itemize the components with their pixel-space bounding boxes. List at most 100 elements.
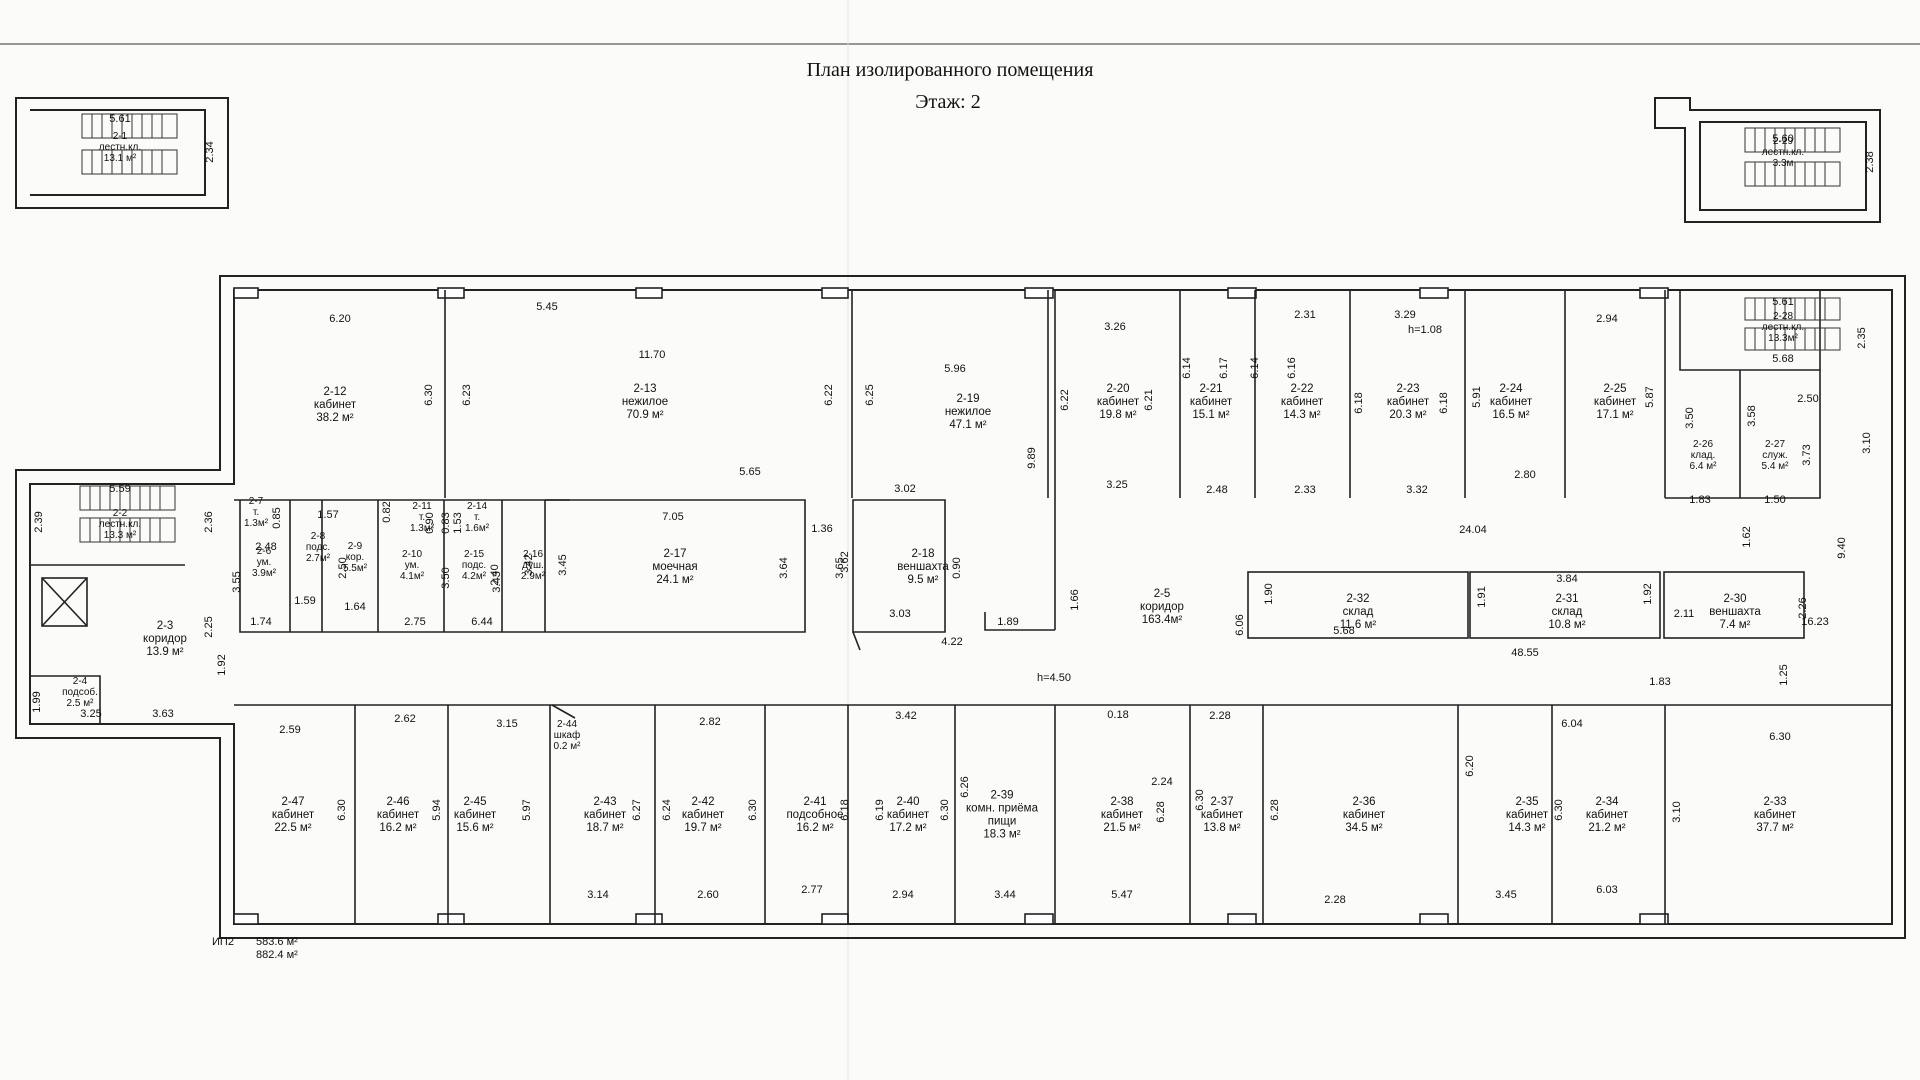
- room-number: 2-9: [348, 541, 363, 552]
- dimension-label: 7.05: [662, 511, 683, 523]
- room-name: лестн.кл.: [1762, 147, 1804, 158]
- dimension-label: 1.25: [1778, 664, 1790, 685]
- dimension-label: 3.29: [1394, 309, 1415, 321]
- room-name: лестн.кл.: [99, 519, 141, 530]
- dimension-label: 1.64: [344, 601, 365, 613]
- room-area: 4.2м²: [462, 571, 487, 582]
- room-number: 2-40: [896, 796, 919, 808]
- dimension-label: 2.50: [337, 557, 349, 578]
- room-name: подсоб.: [62, 686, 98, 698]
- dimension-label: 2.94: [1596, 313, 1617, 325]
- dimension-label: 1.66: [1069, 589, 1081, 610]
- dimension-label: 6.28: [1155, 801, 1167, 822]
- room-number: 2-18: [911, 548, 934, 560]
- room-number: 2-12: [323, 386, 346, 398]
- room-area: 13.9 м²: [146, 646, 183, 658]
- room-area: 15.6 м²: [456, 822, 493, 834]
- dimension-label: 5.68: [1772, 353, 1793, 365]
- dimension-label: 3.73: [1801, 444, 1813, 465]
- room-name: кабинет: [1594, 396, 1637, 408]
- dimension-label: 5.68: [1333, 625, 1354, 637]
- room-number: 2-36: [1352, 796, 1375, 808]
- dimension-label: 0.82: [381, 501, 393, 522]
- dimension-label: 5.60: [1772, 133, 1793, 145]
- dimension-label: 1.57: [317, 509, 338, 521]
- dimension-label: 6.06: [1234, 614, 1246, 635]
- dimension-label: 3.25: [80, 708, 101, 720]
- room-number: 2-45: [463, 796, 486, 808]
- dimension-label: 0.90: [951, 557, 963, 578]
- room-area: 13.3 м²: [104, 530, 137, 541]
- room-area: 5.5м²: [343, 563, 368, 574]
- room-name: коридор: [143, 633, 187, 645]
- dimension-label: 16.23: [1801, 616, 1829, 628]
- room-name: кабинет: [887, 809, 930, 821]
- room-2-6: 2-6ум.3.9м²: [252, 546, 277, 579]
- footer-code: ИП2: [212, 936, 234, 948]
- dimension-label: 2.25: [203, 616, 215, 637]
- room-area: 13.8 м²: [1203, 822, 1240, 834]
- room-area: 24.1 м²: [656, 574, 693, 586]
- room-name: склад: [1552, 606, 1583, 618]
- room-area: 6.4 м²: [1690, 461, 1718, 472]
- dimension-label: 2.59: [279, 724, 300, 736]
- room-number: 2-16: [523, 549, 543, 560]
- dimension-label: 6.14: [1249, 357, 1261, 378]
- room-name: душ.: [522, 560, 544, 571]
- room-name: кабинет: [1490, 396, 1533, 408]
- room-name: кабинет: [584, 809, 627, 821]
- room-area: 4.1м²: [400, 571, 425, 582]
- dimension-label: 6.22: [1059, 389, 1071, 410]
- room-area: 34.5 м²: [1345, 822, 1382, 834]
- dimension-label: 1.62: [1741, 526, 1753, 547]
- room-area: 47.1 м²: [949, 419, 986, 431]
- dimension-label: 6.30: [939, 799, 951, 820]
- room-name: кор.: [346, 552, 364, 563]
- room-name: служ.: [1762, 450, 1787, 461]
- dimension-label: 6.28: [1269, 799, 1281, 820]
- room-number: 2-27: [1765, 439, 1785, 450]
- footer-area-2: 882.4 м²: [256, 949, 298, 961]
- room-number: 2-25: [1603, 383, 1626, 395]
- dimension-label: 0.18: [1107, 709, 1128, 721]
- room-area: 37.7 м²: [1756, 822, 1793, 834]
- dimension-label: 3.45: [1495, 889, 1516, 901]
- room-number: 2-38: [1110, 796, 1133, 808]
- dimension-label: 1.89: [997, 616, 1018, 628]
- room-name: кабинет: [1101, 809, 1144, 821]
- room-area: 17.1 м²: [1596, 409, 1633, 421]
- dimension-label: 3.50: [1684, 407, 1696, 428]
- room-2-7: 2-7т.1.3м²: [244, 496, 269, 529]
- dimension-label: 2.48: [255, 541, 276, 553]
- room-name: кабинет: [272, 809, 315, 821]
- room-area: 70.9 м²: [626, 409, 663, 421]
- room-area: 14.3 м²: [1283, 409, 1320, 421]
- room-area: 2.9м²: [521, 571, 546, 582]
- building-outline: [15, 275, 1906, 939]
- dimension-label: 6.30: [336, 799, 348, 820]
- room-name: кабинет: [1586, 809, 1629, 821]
- top-row-partitions: [444, 290, 1821, 631]
- dimension-label: 3.63: [152, 708, 173, 720]
- dimension-label: 9.89: [1026, 447, 1038, 468]
- dimension-label: 2.40: [489, 564, 501, 585]
- room-number: 2-19: [956, 393, 979, 405]
- dimension-label: 2.36: [203, 511, 215, 532]
- dimension-label: 1.74: [250, 616, 271, 628]
- dimension-label: 6.18: [839, 799, 851, 820]
- dimension-label: 3.84: [1556, 573, 1577, 585]
- stair-2-29-block: [1654, 97, 1881, 223]
- dimension-label: 3.26: [1104, 321, 1125, 333]
